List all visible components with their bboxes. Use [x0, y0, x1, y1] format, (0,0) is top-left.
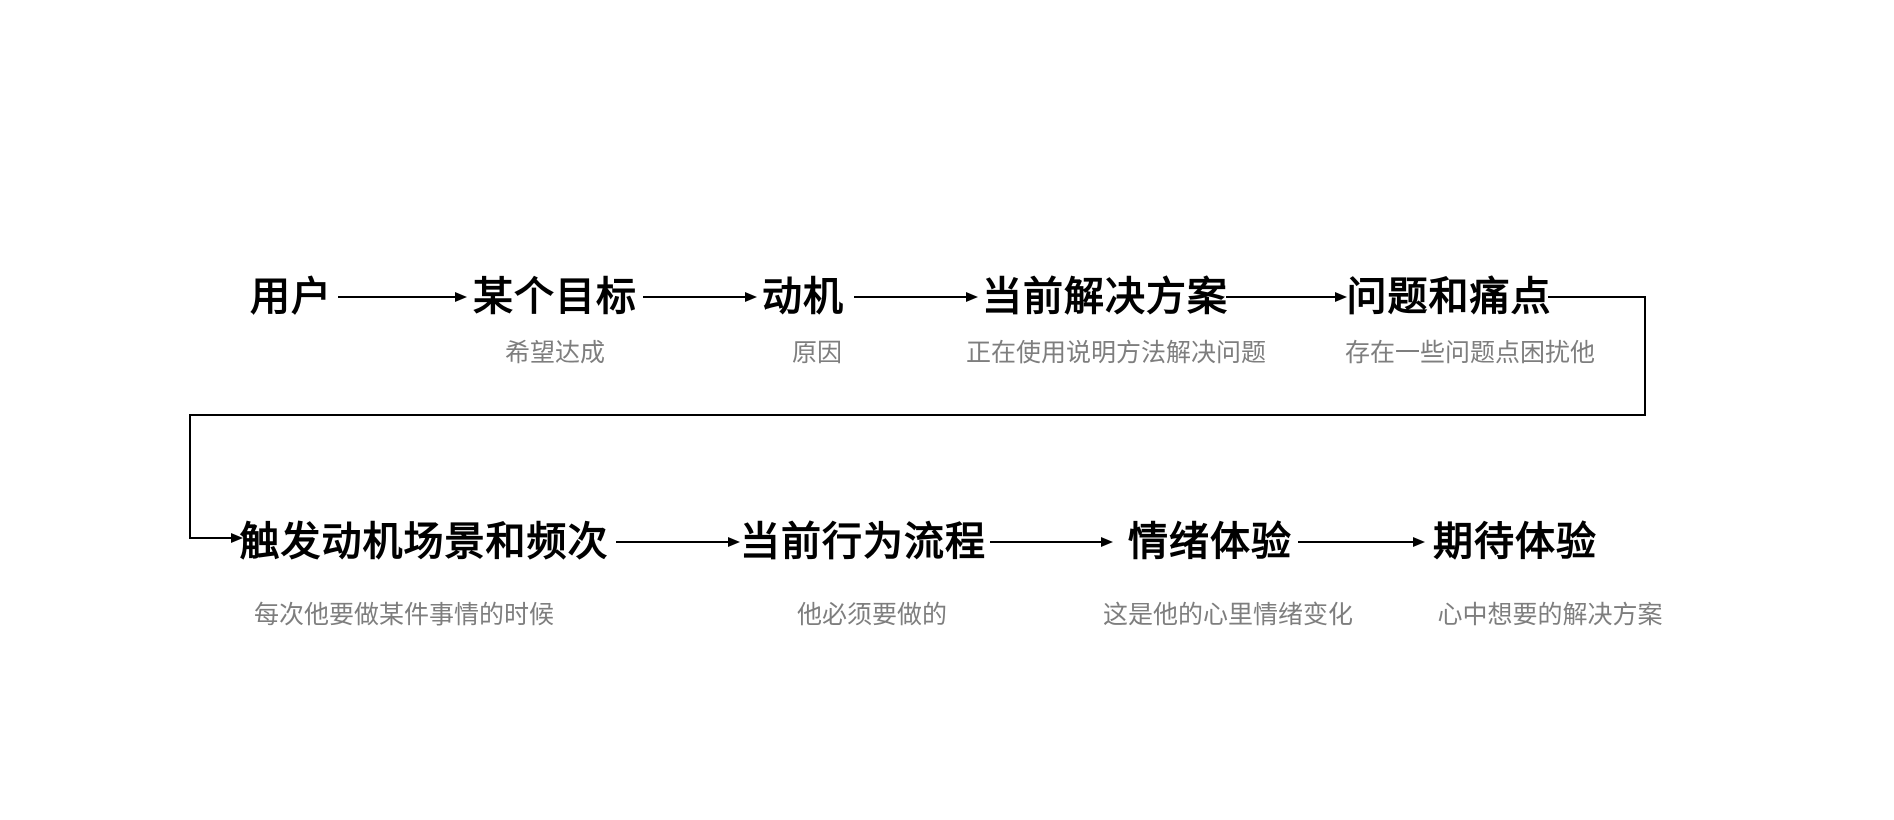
node-emotional-experience[interactable]: 情绪体验: [1128, 520, 1292, 564]
note-motivation: 原因: [791, 339, 843, 367]
note-trigger-scene-frequency: 每次他要做某件事情的时候: [253, 601, 555, 629]
note-pain-points: 存在一些问题点困扰他: [1344, 339, 1596, 367]
connector-pain-to-trigger: [189, 296, 1646, 543]
note-current-solution: 正在使用说明方法解决问题: [965, 339, 1267, 367]
note-goal: 希望达成: [504, 339, 606, 367]
node-goal[interactable]: 某个目标: [473, 275, 637, 319]
node-trigger-scene-frequency[interactable]: 触发动机场景和频次: [239, 520, 609, 564]
node-pain-points[interactable]: 问题和痛点: [1346, 275, 1552, 319]
node-current-solution[interactable]: 当前解决方案: [982, 275, 1228, 319]
note-current-behavior-flow: 他必须要做的: [796, 601, 948, 629]
node-current-behavior-flow[interactable]: 当前行为流程: [740, 520, 986, 564]
note-expected-experience: 心中想要的解决方案: [1437, 601, 1663, 629]
node-user[interactable]: 用户: [250, 275, 332, 319]
note-emotional-experience: 这是他的心里情绪变化: [1102, 601, 1354, 629]
node-motivation[interactable]: 动机: [762, 275, 844, 319]
node-expected-experience[interactable]: 期待体验: [1433, 520, 1597, 564]
